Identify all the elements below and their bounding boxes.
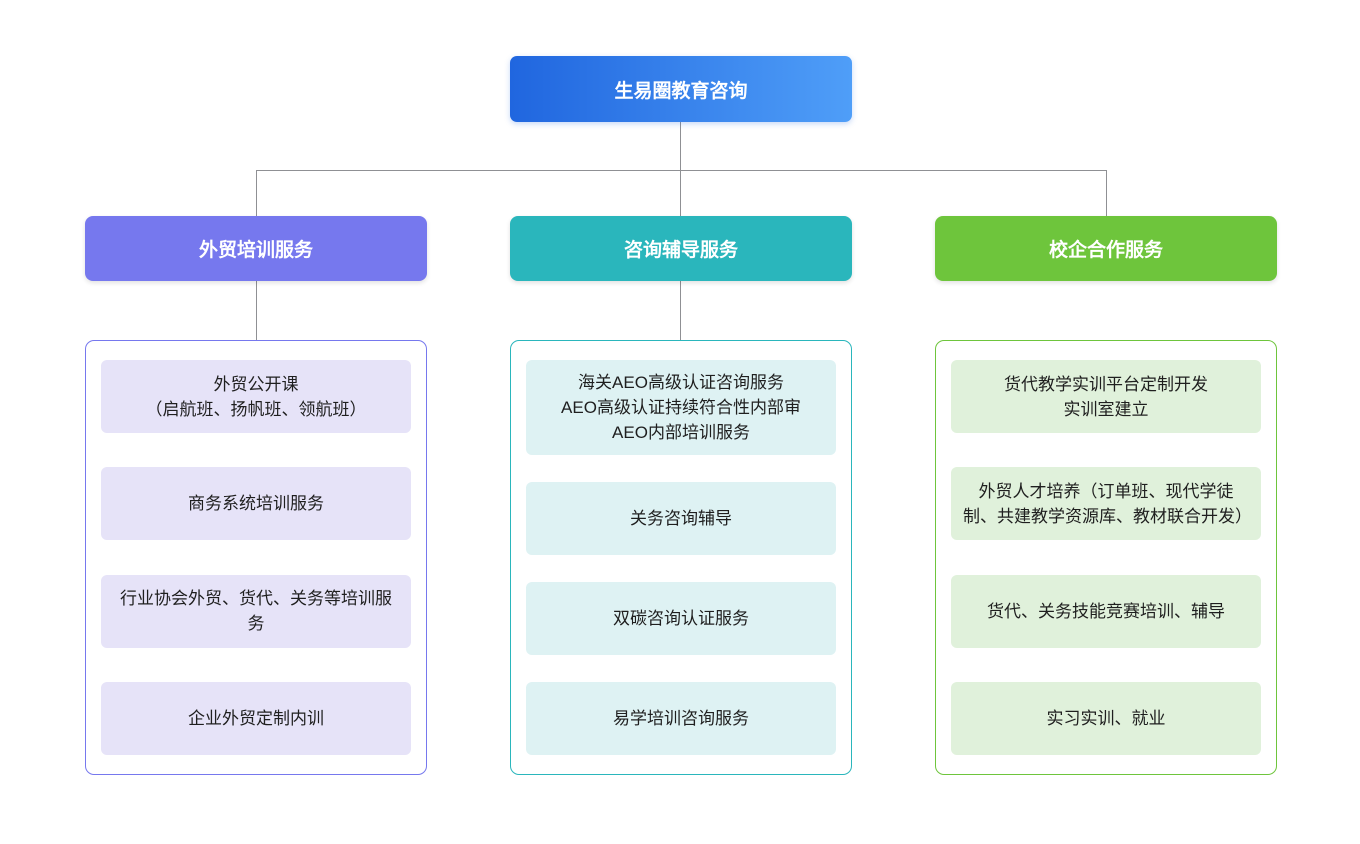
branch-header-label: 校企合作服务 — [1048, 240, 1163, 261]
service-item: 外贸人才培养（订单班、现代学徒制、共建教学资源库、教材联合开发） — [951, 467, 1261, 541]
service-item: 商务系统培训服务 — [101, 467, 411, 541]
service-item: 行业协会外贸、货代、关务等培训服务 — [101, 574, 411, 648]
branch-panel-foreign-trade-training: 外贸公开课 （启航班、扬帆班、领航班） 商务系统培训服务 行业协会外贸、货代、关… — [85, 340, 427, 775]
branch-header-school-enterprise: 校企合作服务 — [935, 216, 1277, 281]
connector-branch2-drop — [680, 170, 681, 216]
root-node-label: 生易圈教育咨询 — [614, 80, 748, 102]
service-item: 货代教学实训平台定制开发 实训室建立 — [951, 360, 1261, 433]
service-item: 易学培训咨询服务 — [526, 682, 836, 755]
branch-header-label: 外贸培训服务 — [198, 240, 313, 261]
branch-panel-school-enterprise: 货代教学实训平台定制开发 实训室建立 外贸人才培养（订单班、现代学徒制、共建教学… — [935, 340, 1277, 775]
connector-horizontal — [256, 170, 1107, 171]
branch-header-consulting-coaching: 咨询辅导服务 — [510, 216, 852, 281]
root-node: 生易圈教育咨询 — [510, 56, 852, 122]
service-item: 实习实训、就业 — [951, 681, 1261, 755]
branch-header-foreign-trade-training: 外贸培训服务 — [85, 216, 427, 281]
service-item: 企业外贸定制内训 — [101, 681, 411, 755]
branch-panel-consulting-coaching: 海关AEO高级认证咨询服务 AEO高级认证持续符合性内部审 AEO内部培训服务 … — [510, 340, 852, 775]
service-item: 外贸公开课 （启航班、扬帆班、领航班） — [101, 360, 411, 433]
service-item: 货代、关务技能竞赛培训、辅导 — [951, 574, 1261, 648]
service-item: 关务咨询辅导 — [526, 482, 836, 555]
service-item: 双碳咨询认证服务 — [526, 582, 836, 655]
connector-branch1-drop — [256, 170, 257, 216]
connector-root-drop — [680, 122, 681, 170]
connector-branch1-panel — [256, 281, 257, 340]
connector-branch3-drop — [1106, 170, 1107, 216]
service-item: 海关AEO高级认证咨询服务 AEO高级认证持续符合性内部审 AEO内部培训服务 — [526, 360, 836, 455]
connector-branch2-panel — [680, 281, 681, 340]
branch-header-label: 咨询辅导服务 — [623, 240, 738, 261]
